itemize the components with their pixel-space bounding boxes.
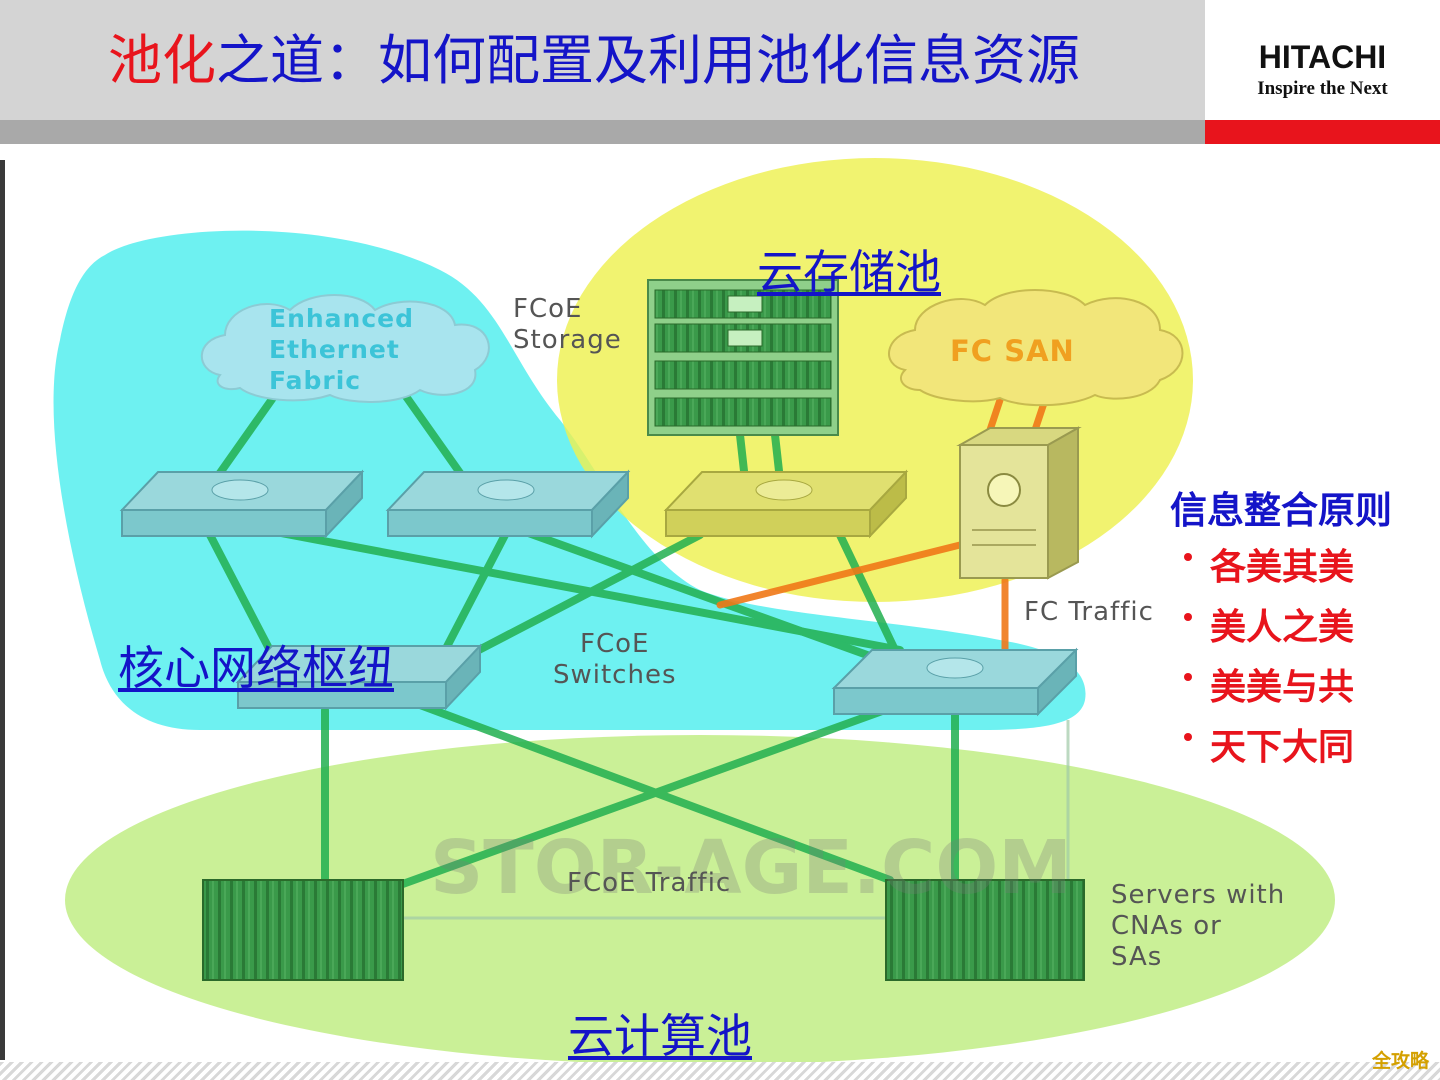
fc-link: [716, 541, 964, 609]
servers-label: Servers with CNAs or SAs: [1111, 880, 1285, 973]
switch-logo: [211, 479, 269, 501]
fc-san-cloud: [888, 289, 1184, 407]
link: [211, 391, 279, 484]
label-line: Ethernet: [269, 335, 400, 364]
storage-pool-label: 云存储池: [757, 245, 941, 299]
disk-bay: [727, 329, 763, 347]
compute-pool-label: 云计算池: [568, 1009, 752, 1063]
fc-san-label: FC SAN: [950, 334, 1075, 368]
switch-icon: [235, 643, 483, 711]
switch-front: [387, 509, 593, 537]
label-line: FCoE: [580, 629, 650, 659]
title-rest: 之道：如何配置及利用池化信息资源: [216, 29, 1080, 92]
compute-pool-region: [65, 735, 1335, 1065]
label-line: Fabric: [269, 366, 362, 395]
fc-link: [986, 396, 1004, 434]
link: [206, 531, 279, 664]
page-title: 池化之道：如何配置及利用池化信息资源: [108, 28, 1080, 94]
image-watermark: STOR-AGE.COM: [430, 825, 1072, 911]
label-line: Enhanced: [269, 304, 415, 333]
switch-front: [665, 509, 871, 537]
fc-server-tower: [956, 426, 1082, 580]
switch-side: [869, 469, 907, 539]
switch-front: [833, 687, 1039, 715]
server-rack: [885, 879, 1085, 981]
bullet-icon: [1184, 613, 1192, 621]
principle-item: 各美其美: [1184, 538, 1354, 590]
principle-text: 美人之美: [1210, 607, 1355, 648]
fc-traffic-label: FC Traffic: [1024, 597, 1154, 627]
fcoe-storage-label: FCoE Storage: [513, 294, 622, 356]
label-line: Storage: [513, 325, 622, 355]
logo-tagline: Inspire the Next: [1257, 78, 1388, 99]
switch-logo: [477, 479, 535, 501]
disk-shelf: [654, 360, 832, 390]
title-highlight: 池化: [108, 29, 216, 92]
hitachi-logo: HITACHI Inspire the Next: [1205, 0, 1440, 120]
link: [516, 526, 899, 669]
fcoe-switches-label: FCoE Switches: [553, 629, 677, 691]
fcoe-storage-array: [647, 279, 839, 436]
bullet-icon: [1184, 733, 1192, 741]
label-line: FCoE: [513, 294, 583, 324]
label-line: CNAs or: [1111, 911, 1222, 941]
network-hub-label: 核心网络枢纽: [118, 641, 394, 695]
link: [436, 531, 509, 664]
left-rule: [0, 160, 5, 1060]
ethernet-fabric-cloud: [200, 294, 490, 403]
corner-watermark: 全攻略: [1372, 1050, 1430, 1072]
switch-logo: [926, 657, 984, 679]
principle-item: 天下大同: [1184, 718, 1354, 770]
switch-front: [237, 681, 447, 709]
link: [401, 391, 469, 484]
logo-name: HITACHI: [1258, 39, 1387, 75]
enhanced-ethernet-label: Enhanced Ethernet Fabric: [269, 303, 414, 396]
disk-shelf: [654, 397, 832, 427]
bullet-icon: [1184, 673, 1192, 681]
label-line: Switches: [553, 660, 677, 690]
principle-text: 天下大同: [1210, 727, 1355, 768]
link: [836, 531, 899, 654]
header-bar: 池化之道：如何配置及利用池化信息资源: [0, 0, 1205, 120]
switch-front: [121, 509, 327, 537]
link: [446, 531, 704, 669]
label-line: Servers with: [1111, 880, 1286, 910]
switch-side: [445, 643, 481, 711]
switch-side: [1037, 647, 1077, 717]
tower-side: [1047, 426, 1079, 580]
server-rack: [202, 879, 404, 981]
tower-badge: [987, 473, 1021, 507]
label-line: SAs: [1111, 942, 1163, 972]
principle-text: 美美与共: [1210, 667, 1355, 708]
switch-logo: [755, 479, 813, 501]
fcoe-traffic-label: FCoE Traffic: [567, 868, 732, 898]
bottom-stripe: [0, 1062, 1440, 1080]
disk-bay: [727, 295, 763, 313]
switch-icon: [119, 469, 365, 539]
tower-front: [959, 444, 1049, 579]
switch-icon: [385, 469, 631, 539]
switch-side: [325, 469, 363, 539]
principle-item: 美美与共: [1184, 658, 1354, 710]
green-links: [206, 391, 959, 889]
header-underline: [0, 120, 1205, 144]
switch-side: [591, 469, 629, 539]
switch-icon: [663, 469, 909, 539]
fc-links: [716, 396, 1049, 659]
bullet-icon: [1184, 553, 1192, 561]
link: [396, 706, 889, 889]
switch-icon: [831, 647, 1079, 717]
principles-title: 信息整合原则: [1170, 489, 1392, 532]
principle-item: 美人之美: [1184, 598, 1354, 650]
thin-links: [390, 720, 1070, 920]
logo-red-bar: [1205, 120, 1440, 144]
principle-text: 各美其美: [1210, 547, 1355, 588]
